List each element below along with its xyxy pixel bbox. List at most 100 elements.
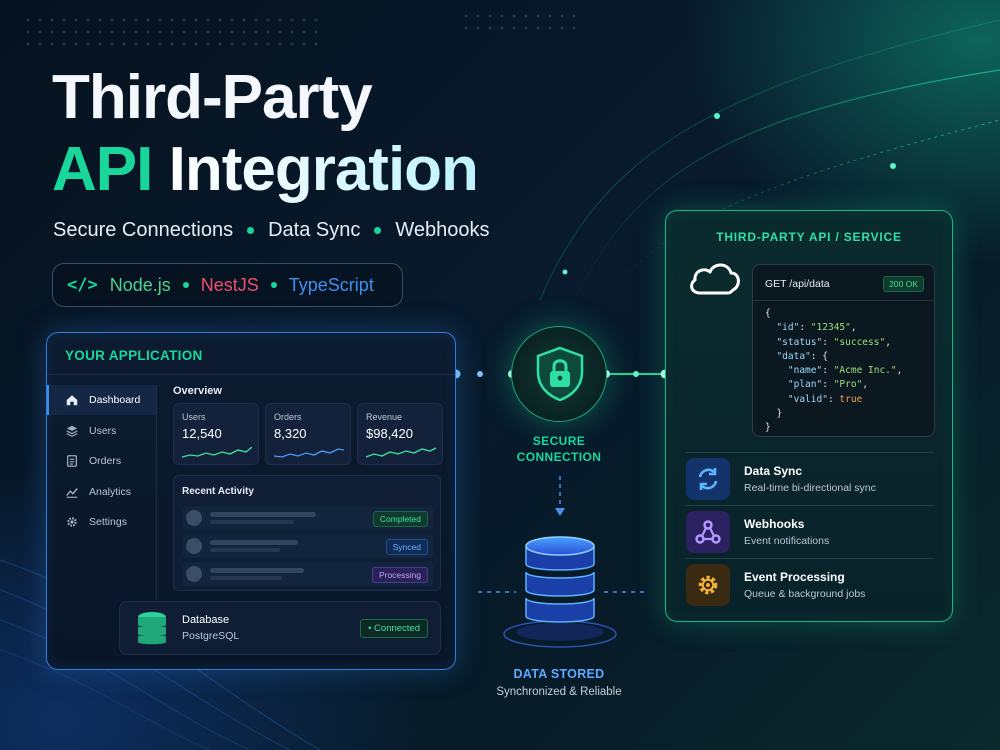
app-sidebar: Dashboard Users Orders Analytics Setting…: [47, 385, 157, 600]
cloud-icon: [690, 263, 740, 295]
json-response: { "id": "12345", "status": "success", "d…: [765, 308, 903, 434]
stat-card-users: Users 12,540: [173, 403, 259, 465]
sparkline-icon: [182, 446, 252, 458]
page-title-line2: API Integration: [52, 134, 479, 205]
json-valid-value: true: [839, 393, 863, 405]
feature-description: Real-time bi-directional sync: [744, 482, 876, 494]
json-status-value: success: [839, 336, 880, 348]
secure-label-line1: SECURE: [532, 434, 586, 448]
code-icon: </>: [67, 275, 98, 295]
request-line: GET /api/data: [765, 278, 830, 290]
tech-nestjs: NestJS: [200, 274, 259, 295]
sidebar-item-dashboard[interactable]: Dashboard: [47, 385, 156, 415]
feature-title: Data Sync: [744, 464, 803, 478]
status-code-badge: 200 OK: [883, 276, 924, 292]
stat-value: 8,320: [274, 426, 307, 441]
feature-title: Event Processing: [744, 570, 845, 584]
api-response-code: GET /api/data 200 OK { "id": "12345", "s…: [752, 264, 935, 437]
sidebar-item-orders[interactable]: Orders: [47, 446, 156, 476]
dot-grid-decoration: [22, 14, 322, 54]
layers-icon: [66, 425, 78, 437]
divider: [753, 300, 934, 301]
shield-lock-icon: [536, 346, 584, 402]
database-icon: [138, 612, 166, 645]
placeholder-line: [210, 568, 304, 573]
subtitle-item: Data Sync: [268, 219, 361, 241]
tech-nodejs: Node.js: [109, 274, 171, 295]
connected-badge: • Connected: [360, 619, 428, 638]
sync-icon: [686, 458, 730, 500]
feature-subtitle: Secure Connections Data Sync Webhooks: [53, 219, 490, 242]
activity-row[interactable]: Processing: [182, 562, 434, 586]
data-stored-title: DATA STORED: [513, 667, 605, 681]
database-engine: PostgreSQL: [182, 630, 240, 642]
title-api-word: API: [52, 135, 153, 204]
webhook-icon: [686, 511, 730, 553]
feature-title: Webhooks: [744, 517, 805, 531]
subtitle-item: Webhooks: [395, 219, 490, 241]
stat-value: 12,540: [182, 426, 222, 441]
sidebar-item-settings[interactable]: Settings: [47, 507, 156, 537]
database-title: Database: [182, 614, 230, 626]
sidebar-item-analytics[interactable]: Analytics: [47, 477, 156, 507]
status-badge: Synced: [385, 539, 428, 555]
feature-data-sync: Data Sync Real-time bi-directional sync: [686, 452, 934, 504]
json-id-value: 12345: [816, 322, 846, 334]
secure-connection-node: [511, 326, 607, 422]
third-party-service-panel: THIRD-PARTY API / SERVICE GET /api/data …: [665, 210, 953, 622]
sidebar-item-users[interactable]: Users: [47, 416, 156, 446]
secure-label-line2: CONNECTION: [516, 450, 602, 464]
stat-label: Revenue: [366, 412, 403, 422]
gear-icon: [67, 517, 77, 527]
sidebar-item-label: Settings: [89, 516, 127, 528]
stat-label: Users: [182, 412, 206, 422]
bullet-icon: [247, 227, 255, 234]
placeholder-line: [210, 548, 280, 552]
stat-label: Orders: [274, 412, 302, 422]
bullet-icon: [374, 227, 382, 234]
sidebar-item-label: Dashboard: [89, 394, 141, 406]
divider: [47, 374, 455, 375]
activity-row[interactable]: Synced: [182, 534, 434, 558]
recent-activity-card: Recent Activity Completed Synced Process…: [173, 475, 441, 591]
home-icon: [66, 395, 78, 406]
status-badge: Completed: [372, 511, 428, 527]
stat-card-revenue: Revenue $98,420: [357, 403, 443, 465]
title-integration-word: Integration: [168, 135, 479, 204]
feature-webhooks: Webhooks Event notifications: [686, 505, 934, 557]
dot-grid-decoration: [460, 10, 580, 36]
sidebar-item-label: Orders: [89, 455, 122, 467]
feature-description: Event notifications: [744, 535, 830, 547]
feature-event-processing: Event Processing Queue & background jobs: [686, 558, 934, 610]
overview-heading: Overview: [173, 385, 222, 397]
avatar: [186, 510, 202, 526]
gear-icon: [686, 564, 730, 606]
service-panel-title: THIRD-PARTY API / SERVICE: [716, 230, 902, 244]
page-title-line1: Third-Party: [52, 63, 373, 132]
tech-stack-pill: </> Node.js NestJS TypeScript: [52, 263, 403, 307]
placeholder-line: [210, 520, 294, 524]
your-application-panel: YOUR APPLICATION Dashboard Users Orders …: [46, 332, 456, 670]
database-card: Database PostgreSQL • Connected: [119, 601, 441, 655]
stat-value: $98,420: [366, 426, 413, 441]
activity-row[interactable]: Completed: [182, 506, 434, 530]
document-icon: [67, 455, 77, 467]
chart-icon: [66, 487, 78, 498]
data-stored-subtitle: Synchronized & Reliable: [496, 686, 622, 698]
tech-typescript: TypeScript: [288, 274, 374, 295]
bullet-icon: [270, 282, 277, 288]
json-plan-value: Pro: [839, 379, 857, 391]
subtitle-item: Secure Connections: [53, 219, 234, 241]
app-panel-title: YOUR APPLICATION: [65, 348, 203, 363]
json-name-value: Acme Inc.: [839, 365, 891, 377]
recent-activity-title: Recent Activity: [182, 486, 254, 497]
stat-card-orders: Orders 8,320: [265, 403, 351, 465]
sidebar-item-label: Users: [89, 424, 117, 437]
placeholder-line: [210, 576, 282, 580]
placeholder-line: [210, 512, 316, 517]
sparkline-icon: [274, 448, 344, 458]
status-badge: Processing: [371, 567, 428, 583]
avatar: [186, 566, 202, 582]
placeholder-line: [210, 540, 298, 545]
bullet-icon: [182, 282, 189, 288]
